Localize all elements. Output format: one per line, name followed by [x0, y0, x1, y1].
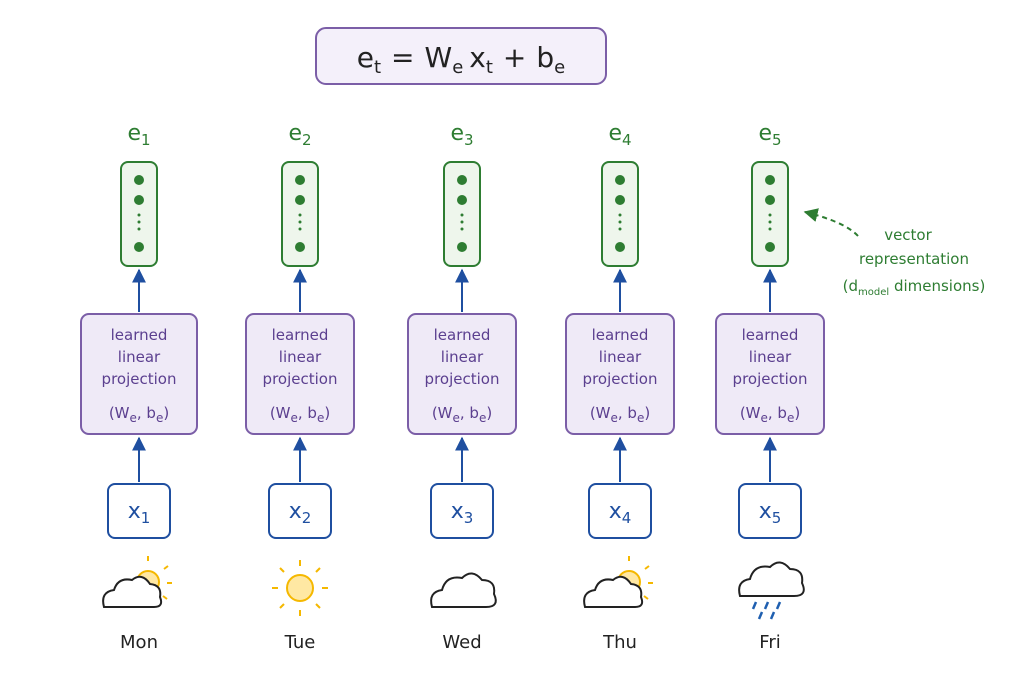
input-box	[430, 483, 494, 539]
projection-line1: learned	[272, 326, 329, 344]
note-line1: vector	[884, 226, 932, 244]
input-label: x3	[451, 499, 474, 527]
projection-line3: projection	[425, 370, 500, 388]
day-label: Wed	[442, 632, 481, 653]
projection-line3: projection	[733, 370, 808, 388]
projection-line3: projection	[263, 370, 338, 388]
column-5: e5 learned linear projection (We, be) x5…	[715, 121, 825, 653]
day-label: Tue	[284, 632, 316, 653]
input-box	[107, 483, 171, 539]
day-label: Fri	[759, 632, 780, 653]
input-label: x5	[759, 499, 782, 527]
day-label: Mon	[120, 632, 158, 653]
embedding-label: e4	[608, 121, 631, 149]
projection-line2: linear	[599, 348, 642, 366]
input-label: x4	[609, 499, 632, 527]
partly-cloudy-icon	[102, 556, 172, 608]
projection-line1: learned	[592, 326, 649, 344]
input-label: x1	[128, 499, 151, 527]
projection-line1: learned	[434, 326, 491, 344]
projection-params: (We, be)	[590, 404, 650, 425]
projection-box	[80, 313, 198, 435]
projection-box	[565, 313, 675, 435]
column-3: e3 learned linear projection (We, be) x3…	[407, 121, 517, 653]
note-line3: (dmodel dimensions)	[843, 277, 986, 298]
partly-cloudy-icon	[583, 556, 653, 608]
projection-box	[715, 313, 825, 435]
projection-line3: projection	[102, 370, 177, 388]
sun-icon	[272, 560, 328, 616]
projection-line1: learned	[742, 326, 799, 344]
day-label: Thu	[602, 632, 637, 653]
embedding-label: e5	[758, 121, 781, 149]
input-box	[738, 483, 802, 539]
projection-params: (We, be)	[740, 404, 800, 425]
note-arrow	[803, 208, 859, 237]
column-4: e4 learned linear projection (We, be) x4…	[565, 121, 675, 653]
embedding-label: e3	[450, 121, 473, 149]
input-box	[588, 483, 652, 539]
vector-note: vector representation (dmodel dimensions…	[803, 208, 986, 298]
note-line2: representation	[859, 250, 969, 268]
column-2: e2 learned linear projection (We, be) x2…	[245, 121, 355, 653]
projection-line2: linear	[749, 348, 792, 366]
rain-cloud-icon	[738, 561, 805, 620]
input-box	[268, 483, 332, 539]
projection-box	[407, 313, 517, 435]
projection-line2: linear	[118, 348, 161, 366]
embedding-label: e1	[127, 121, 150, 149]
projection-params: (We, be)	[432, 404, 492, 425]
projection-line2: linear	[441, 348, 484, 366]
column-1: e1 learned linear projection (We, be) x1…	[80, 121, 198, 653]
projection-line1: learned	[111, 326, 168, 344]
projection-box	[245, 313, 355, 435]
embedding-label: e2	[288, 121, 311, 149]
cloud-icon	[430, 572, 497, 608]
projection-params: (We, be)	[109, 404, 169, 425]
input-label: x2	[289, 499, 312, 527]
projection-line3: projection	[583, 370, 658, 388]
projection-params: (We, be)	[270, 404, 330, 425]
projection-line2: linear	[279, 348, 322, 366]
